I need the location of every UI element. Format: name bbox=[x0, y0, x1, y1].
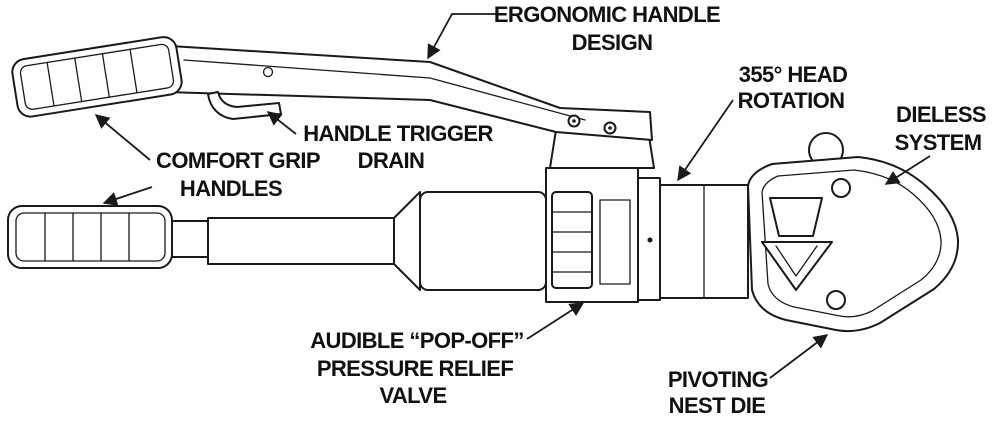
label-pop-off-line1: AUDIBLE “POP-OFF” bbox=[310, 328, 523, 353]
leader-pop-off bbox=[526, 302, 585, 340]
leader-comfort-top bbox=[94, 114, 151, 161]
leader-head-rotation bbox=[677, 99, 734, 182]
head-pin-top bbox=[831, 178, 851, 198]
pivoting-nest-die bbox=[761, 241, 833, 291]
leader-pivoting-nest bbox=[769, 334, 829, 379]
label-ergonomic-line2: DESIGN bbox=[572, 30, 653, 55]
bottom-grip bbox=[7, 205, 173, 269]
leader-dieless bbox=[884, 155, 931, 185]
label-pivoting-nest-line1: PIVOTING bbox=[668, 367, 768, 392]
label-comfort-grip-line1: COMFORT GRIP bbox=[156, 148, 320, 173]
label-trigger-drain-line2: DRAIN bbox=[358, 148, 425, 173]
handle-trigger bbox=[207, 91, 282, 120]
leader-trigger-drain bbox=[266, 111, 297, 135]
leader-comfort-bottom bbox=[102, 186, 153, 206]
label-pivoting-nest-line2: NEST DIE bbox=[669, 393, 766, 418]
pivot-bolt-dot bbox=[608, 126, 612, 130]
leader-ergonomic bbox=[427, 13, 498, 60]
upper-die bbox=[769, 197, 823, 237]
hydraulic-cylinder bbox=[419, 191, 547, 291]
top-grip bbox=[11, 36, 183, 118]
top-handle-arm bbox=[165, 45, 653, 141]
arm-rivet bbox=[262, 66, 274, 78]
handle-neck bbox=[171, 220, 211, 258]
label-comfort-grip-line2: HANDLES bbox=[180, 176, 282, 201]
leader-lines bbox=[94, 13, 931, 379]
label-trigger-drain-line1: HANDLE TRIGGER bbox=[303, 121, 493, 146]
pivot-bolt-dot bbox=[572, 119, 576, 123]
label-ergonomic-line1: ERGONOMIC HANDLE bbox=[494, 2, 720, 27]
pop-off-valve-stack bbox=[551, 191, 593, 289]
coupling-dot bbox=[647, 237, 653, 243]
head-inner-line bbox=[761, 169, 942, 318]
head-pin-bottom bbox=[826, 290, 846, 310]
handle-tube bbox=[207, 217, 395, 265]
tube-cone bbox=[393, 191, 421, 291]
body-panel bbox=[599, 199, 631, 285]
nest-die-groove bbox=[775, 245, 818, 277]
arm-fold-line bbox=[183, 59, 586, 121]
callout-labels: ERGONOMIC HANDLE DESIGN 355° HEAD ROTATI… bbox=[156, 2, 987, 418]
label-pop-off-line3: VALVE bbox=[379, 383, 446, 408]
label-dieless-line1: DIELESS bbox=[896, 102, 986, 127]
label-dieless-line2: SYSTEM bbox=[895, 130, 982, 155]
tool-drawing bbox=[7, 36, 960, 333]
label-pop-off-line2: PRESSURE RELIEF bbox=[317, 356, 514, 381]
label-head-rotation-line2: ROTATION bbox=[738, 88, 845, 113]
label-head-rotation-line1: 355° HEAD bbox=[739, 62, 848, 87]
